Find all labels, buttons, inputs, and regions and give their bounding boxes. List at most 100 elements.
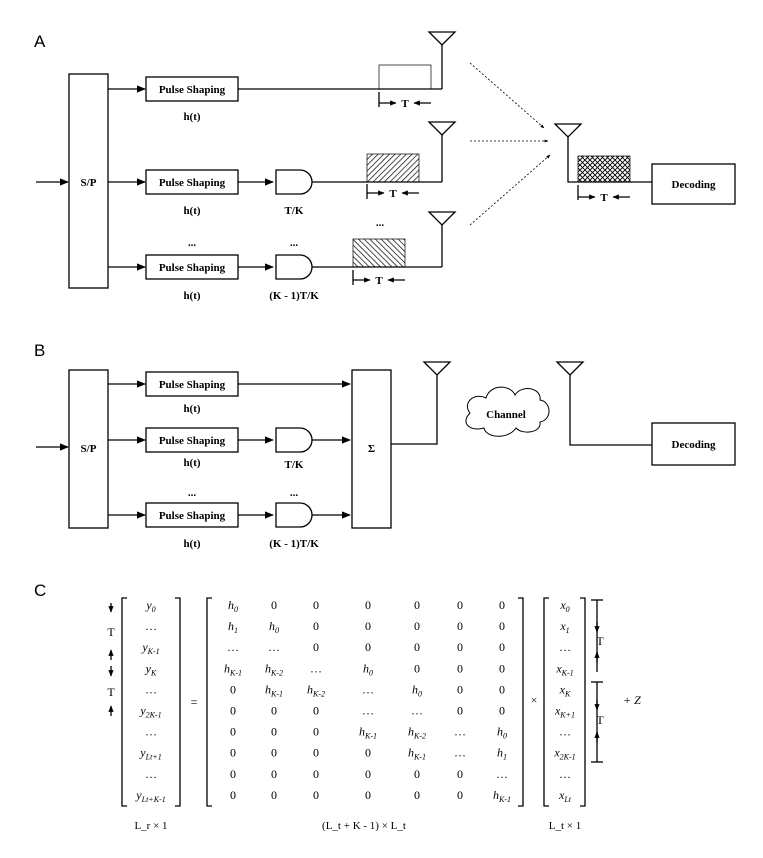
- matrix-entry: 0: [414, 788, 420, 802]
- matrix-entry: 0: [414, 661, 420, 675]
- pulse-window-hatched: [366, 153, 420, 183]
- matrix-entry: 0: [313, 725, 319, 739]
- sum-label: Σ: [368, 443, 375, 455]
- sp-block: [68, 73, 109, 289]
- vector-bracket: [543, 597, 549, 807]
- matrix-entry: 0: [499, 682, 505, 696]
- matrix-entry: 0: [457, 598, 463, 612]
- dim-matrix-label: (L_t + K - 1) × L_t: [322, 820, 406, 832]
- period-label: T: [389, 188, 397, 200]
- period-label: T: [375, 275, 383, 287]
- matrix-entry: h0: [363, 661, 373, 677]
- receiver-antenna-icon: [553, 123, 583, 138]
- matrix-entry: 0: [499, 704, 505, 718]
- lhs-entry: yK-1: [141, 640, 159, 656]
- matrix-entry: h1: [497, 746, 507, 762]
- dim-lhs-label: L_r × 1: [134, 820, 167, 832]
- times-sign: ×: [531, 693, 538, 707]
- matrix-entry: 0: [313, 788, 319, 802]
- wireless-path: [469, 62, 545, 129]
- pulse-shaping-block: [145, 427, 239, 453]
- panel-label-a: A: [34, 32, 46, 51]
- matrix-entry: hK-1: [493, 788, 511, 804]
- rhs-entry: x0: [559, 598, 569, 614]
- pulse-shaping-label: Pulse Shaping: [159, 177, 226, 189]
- lhs-entry: yLt+1: [139, 746, 161, 762]
- matrix-entry: 0: [414, 640, 420, 654]
- delay-block: [275, 169, 313, 195]
- ellipsis: ...: [290, 487, 299, 499]
- decoding-block: [651, 163, 736, 205]
- lhs-entry: y2K-1: [139, 704, 161, 720]
- period-label: T: [107, 625, 115, 639]
- lhs-entry: …: [145, 682, 157, 696]
- delay-label: T/K: [285, 205, 304, 217]
- received-pulse-window: [577, 155, 631, 183]
- pulse-shaping-label: Pulse Shaping: [159, 379, 226, 391]
- matrix-entry: 0: [365, 640, 371, 654]
- delay-label: (K - 1)T/K: [269, 290, 319, 302]
- period-label: T: [596, 634, 604, 648]
- matrix-entry: 0: [230, 682, 236, 696]
- matrix-entry: 0: [271, 767, 277, 781]
- period-label: T: [107, 685, 115, 699]
- matrix-bracket: [206, 597, 212, 807]
- matrix-entry: h0: [228, 598, 238, 614]
- h-t-label: h(t): [183, 457, 200, 469]
- lhs-entry: …: [145, 767, 157, 781]
- matrix-entry: hK-2: [408, 725, 426, 741]
- matrix-entry: …: [454, 725, 466, 739]
- matrix-entry: …: [227, 640, 239, 654]
- pulse-shaping-block: [145, 502, 239, 528]
- decoding-label: Decoding: [672, 179, 717, 191]
- matrix-entry: h0: [412, 682, 422, 698]
- matrix-entry: h0: [269, 619, 279, 635]
- delay-block: [275, 427, 313, 453]
- matrix-entry: 0: [365, 619, 371, 633]
- matrix-entry: 0: [230, 746, 236, 760]
- decoding-block: [651, 422, 736, 466]
- matrix-entry: 0: [271, 788, 277, 802]
- lhs-entry: y0: [145, 598, 155, 614]
- period-label: T: [596, 713, 604, 727]
- equals-sign: =: [191, 695, 198, 709]
- matrix-entry: 0: [313, 704, 319, 718]
- lhs-entry: yK: [145, 661, 157, 677]
- pulse-shaping-label: Pulse Shaping: [159, 262, 226, 274]
- vector-bracket: [175, 597, 181, 807]
- h-t-label: h(t): [183, 403, 200, 415]
- matrix-entry: 0: [271, 725, 277, 739]
- matrix-entry: h1: [228, 619, 238, 635]
- h-t-label: h(t): [183, 538, 200, 550]
- panel-label-c: C: [34, 581, 46, 600]
- matrix-entry: 0: [271, 704, 277, 718]
- matrix-entry: 0: [313, 767, 319, 781]
- matrix-entry: hK-1: [408, 746, 426, 762]
- vector-bracket: [121, 597, 127, 807]
- matrix-entry: 0: [457, 788, 463, 802]
- pulse-window-empty: [378, 64, 432, 90]
- h-t-label: h(t): [183, 111, 200, 123]
- matrix-entry: 0: [313, 640, 319, 654]
- rhs-entry: …: [559, 725, 571, 739]
- wireless-path: [469, 154, 551, 226]
- pulse-shaping-block: [145, 371, 239, 397]
- dim-rhs-label: L_t × 1: [549, 820, 581, 832]
- matrix-bracket: [518, 597, 524, 807]
- matrix-entry: 0: [271, 598, 277, 612]
- period-label: T: [600, 192, 608, 204]
- lhs-entry: yLt+K-1: [135, 788, 165, 804]
- matrix-entry: 0: [457, 661, 463, 675]
- pulse-window-hatched: [352, 238, 406, 268]
- antenna-icon: [427, 31, 457, 46]
- antenna-icon: [427, 211, 457, 226]
- matrix-entry: 0: [230, 788, 236, 802]
- matrix-entry: hK-2: [307, 682, 325, 698]
- matrix-entry: …: [496, 767, 508, 781]
- delay-label: (K - 1)T/K: [269, 538, 319, 550]
- rhs-entry: xLt: [558, 788, 572, 804]
- rhs-entry: xK-1: [555, 661, 573, 677]
- ellipsis: ...: [188, 237, 197, 249]
- pulse-shaping-label: Pulse Shaping: [159, 84, 226, 96]
